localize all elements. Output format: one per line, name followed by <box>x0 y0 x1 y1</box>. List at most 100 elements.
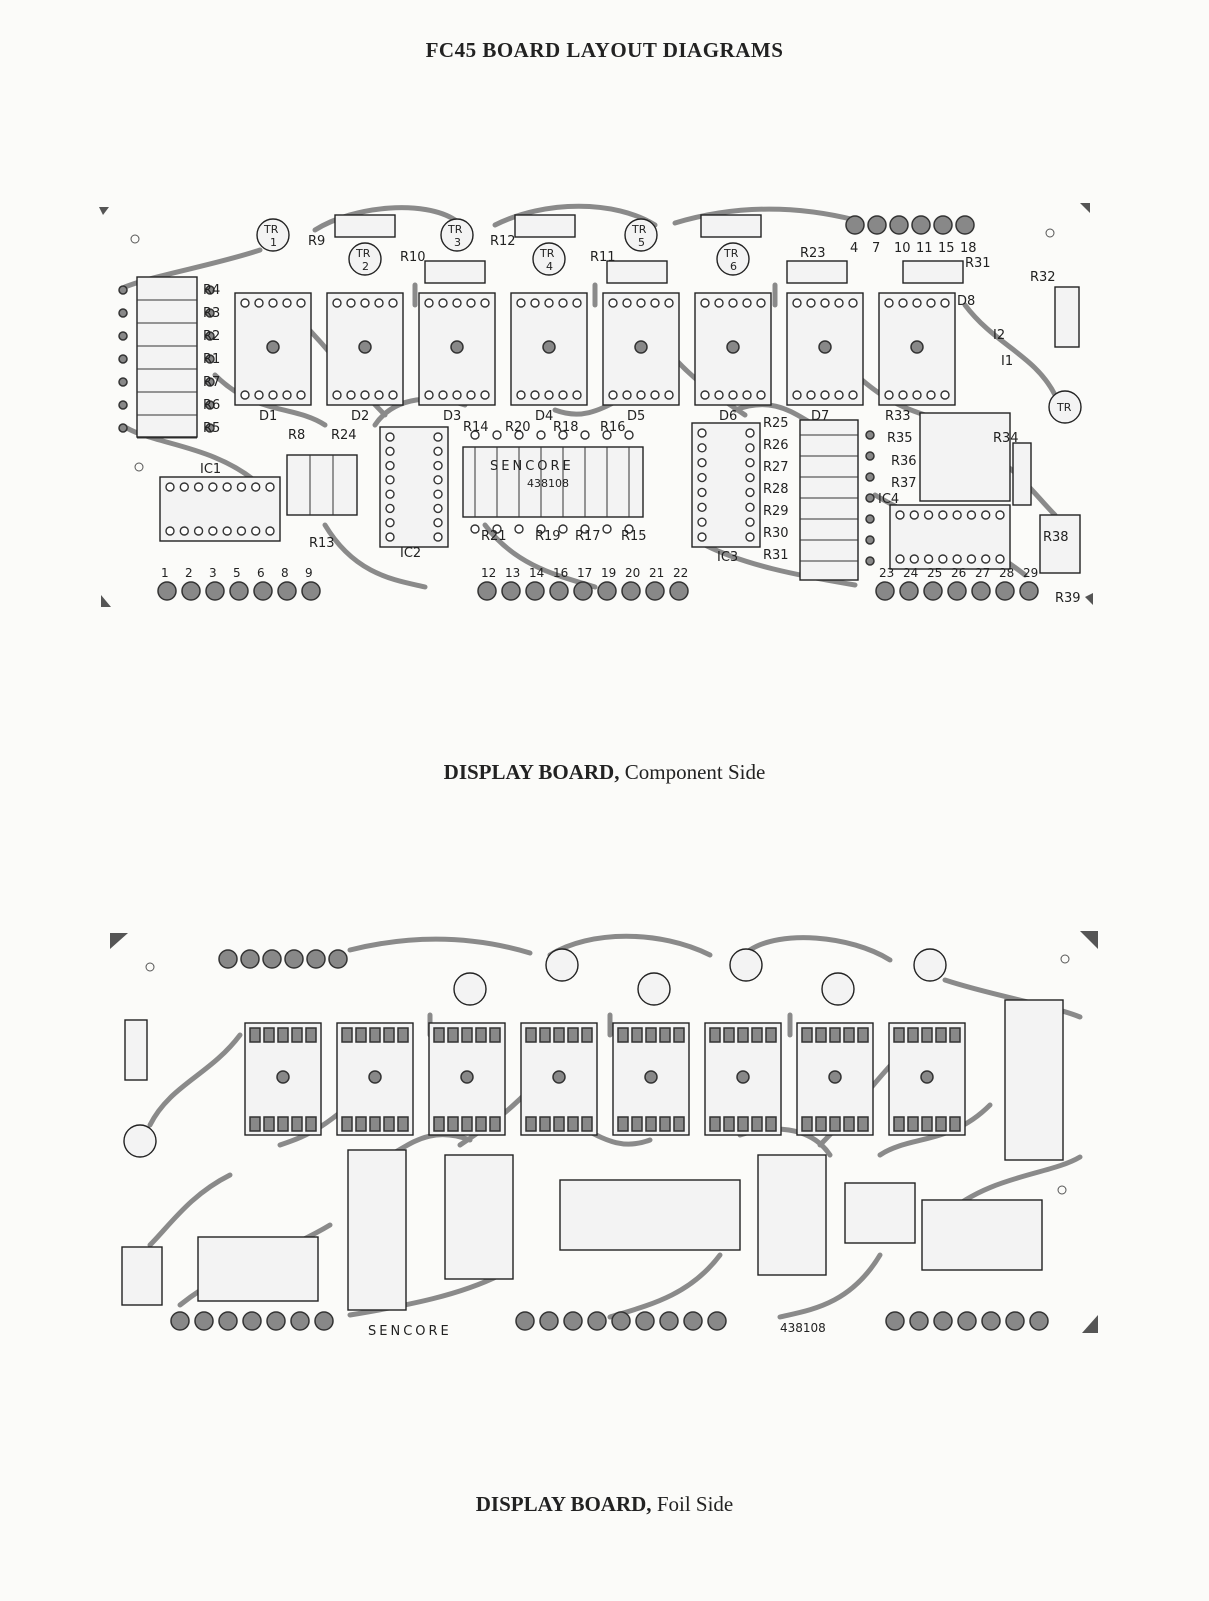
terminal-label: 20 <box>625 566 640 580</box>
terminal-pad <box>477 581 497 601</box>
pin <box>580 524 590 534</box>
pin <box>806 390 816 400</box>
ic-pin <box>208 526 218 536</box>
pad <box>552 1070 566 1084</box>
pin <box>848 298 858 308</box>
ic1-foil <box>921 1199 1043 1271</box>
resistor-label: R35 <box>887 431 913 446</box>
pin <box>492 524 502 534</box>
ic-pin <box>433 503 443 514</box>
ic2-outline <box>379 426 449 548</box>
ic-pin <box>745 428 755 438</box>
pin <box>820 390 830 400</box>
pad <box>935 1027 947 1043</box>
component-label: R13 <box>309 536 335 551</box>
terminal-label: 18 <box>960 241 977 256</box>
pad <box>765 1116 777 1132</box>
component-label: IC4 <box>878 492 899 507</box>
ic1-outline <box>159 476 281 542</box>
pin <box>602 430 612 440</box>
resistor-label: R19 <box>535 529 561 544</box>
terminal-pad <box>240 949 260 969</box>
pin <box>360 298 370 308</box>
terminal-pad <box>181 581 201 601</box>
terminal-pad <box>933 215 953 235</box>
resistor-label: R15 <box>621 529 647 544</box>
resistor-group-r8-r24 <box>286 454 358 516</box>
pad <box>305 1116 317 1132</box>
ic-pin <box>938 510 948 520</box>
terminal-pad <box>889 215 909 235</box>
pad <box>910 340 924 354</box>
pad <box>828 1070 842 1084</box>
pad <box>843 1027 855 1043</box>
transistor <box>532 242 566 276</box>
pin <box>516 390 526 400</box>
corner-mark <box>1082 1315 1098 1333</box>
resistor-label: R6 <box>203 398 220 413</box>
terminal-label: 21 <box>649 566 664 580</box>
pin <box>572 298 582 308</box>
pin <box>268 298 278 308</box>
pad <box>865 451 875 461</box>
ic-pin <box>745 502 755 512</box>
pad <box>631 1116 643 1132</box>
pin <box>536 430 546 440</box>
pad <box>475 1116 487 1132</box>
pin <box>388 298 398 308</box>
display-label: D4 <box>535 409 553 424</box>
ic-pin <box>433 432 443 442</box>
resistor-r38-foil <box>121 1246 163 1306</box>
terminal-label: 28 <box>999 566 1014 580</box>
pin <box>374 390 384 400</box>
terminal-pad <box>515 1311 535 1331</box>
corner-mark <box>110 933 128 949</box>
pin <box>622 390 632 400</box>
pad <box>723 1027 735 1043</box>
pad <box>291 1116 303 1132</box>
ic-pin <box>265 482 275 492</box>
resistor-r31 <box>902 260 964 284</box>
terminal-label: 12 <box>481 566 496 580</box>
terminal-pad <box>157 581 177 601</box>
terminal-pad <box>525 581 545 601</box>
pad <box>631 1027 643 1043</box>
pad <box>659 1027 671 1043</box>
terminal-pad <box>501 581 521 601</box>
ic-pin <box>909 554 919 564</box>
display-label: D2 <box>351 409 369 424</box>
pin <box>792 298 802 308</box>
pad <box>205 285 215 295</box>
pad <box>907 1027 919 1043</box>
terminal-pad <box>597 581 617 601</box>
pad <box>921 1027 933 1043</box>
display-label: D8 <box>957 294 975 309</box>
terminal-pad <box>290 1311 310 1331</box>
ic-pin <box>433 532 443 542</box>
pad <box>383 1027 395 1043</box>
pad <box>118 400 128 410</box>
resistor-label: R30 <box>763 526 789 541</box>
resistor-r10 <box>424 260 486 284</box>
terminal-pad <box>611 1311 631 1331</box>
terminal-label: 24 <box>903 566 918 580</box>
trace <box>962 302 1058 398</box>
pin <box>742 390 752 400</box>
terminal-pad <box>266 1311 286 1331</box>
transistor-label: TR <box>355 247 371 260</box>
pin <box>580 430 590 440</box>
pad <box>920 1070 934 1084</box>
resistor-label: R37 <box>891 476 917 491</box>
ic-pin <box>433 446 443 456</box>
resistor-label: R25 <box>763 416 789 431</box>
pad <box>460 1070 474 1084</box>
pin <box>374 298 384 308</box>
pin <box>240 390 250 400</box>
pin <box>424 390 434 400</box>
terminal-pad <box>262 949 282 969</box>
trace <box>777 1252 883 1320</box>
trace <box>122 247 263 290</box>
pin <box>650 390 660 400</box>
terminal-pad <box>911 215 931 235</box>
terminal-pad <box>277 581 297 601</box>
